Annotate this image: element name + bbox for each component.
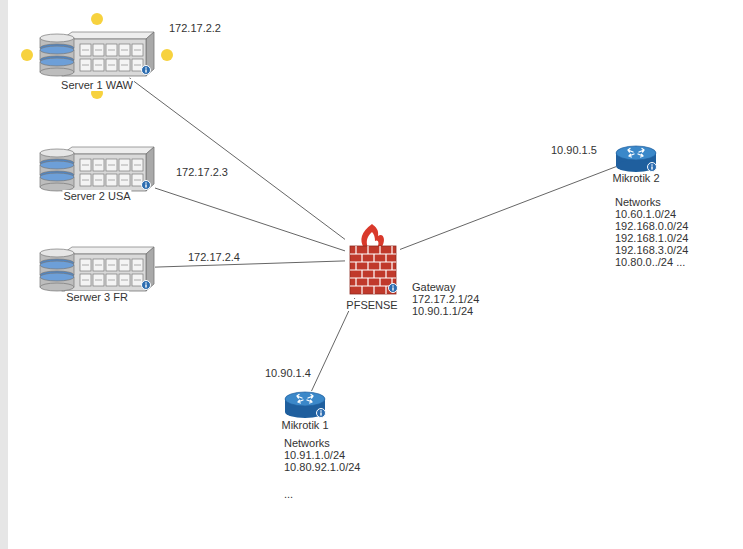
node-label: Server 1 WAW xyxy=(60,79,134,91)
info-badge xyxy=(142,281,151,290)
server-node: Server 2 USA172.17.2.3 xyxy=(40,145,155,193)
node-text: Networks 10.91.1.0/24 10.80.92.1.0/24 xyxy=(283,437,361,473)
network-link xyxy=(312,298,355,391)
selection-dot xyxy=(21,49,33,61)
network-link xyxy=(155,261,345,267)
router-icon xyxy=(285,391,325,419)
node-text: ... xyxy=(283,488,294,500)
node-label: Serwer 3 FR xyxy=(65,291,129,303)
node-label: PFSENSE xyxy=(345,299,398,311)
info-badge xyxy=(142,181,151,190)
server-icon xyxy=(40,245,155,293)
node-text: 172.17.2.2 xyxy=(168,22,222,34)
router-drawing xyxy=(616,146,657,172)
node-text: Networks 10.60.1.0/24 192.168.0.0/24 192… xyxy=(614,196,689,268)
network-link xyxy=(400,167,616,250)
selection-dot xyxy=(91,13,103,25)
node-text: Mikrotik 1 xyxy=(280,419,329,431)
server-drawing xyxy=(40,247,154,291)
router-icon xyxy=(616,145,656,173)
node-text: 172.17.2.3 xyxy=(175,166,229,178)
server-drawing xyxy=(40,32,154,76)
info-badge xyxy=(648,163,657,172)
firewall-icon xyxy=(345,222,400,298)
info-badge xyxy=(389,284,398,293)
node-text: Mikrotik 2 xyxy=(611,172,660,184)
network-link xyxy=(155,188,345,251)
firewall-drawing xyxy=(350,224,398,294)
node-text: Gateway 172.17.2.1/24 10.90.1.1/24 xyxy=(411,281,480,317)
node-label: Server 2 USA xyxy=(62,190,131,202)
server-node: Serwer 3 FR172.17.2.4 xyxy=(40,245,155,293)
server-node: Server 1 WAW172.17.2.2 xyxy=(40,30,155,78)
selection-dots xyxy=(21,13,173,99)
server-icon xyxy=(40,145,155,193)
router-node: 10.90.1.5Mikrotik 2Networks 10.60.1.0/24… xyxy=(616,145,656,173)
router-drawing xyxy=(285,392,326,418)
server-icon xyxy=(40,30,155,78)
router-node: 10.90.1.4Mikrotik 1Networks 10.91.1.0/24… xyxy=(285,391,325,419)
selection-dot xyxy=(161,49,173,61)
node-label: 10.90.1.4 xyxy=(264,367,312,379)
node-label: 10.90.1.5 xyxy=(550,144,598,156)
info-badge xyxy=(317,409,326,418)
node-text: 172.17.2.4 xyxy=(187,251,241,263)
side-strip xyxy=(0,0,8,549)
info-badge xyxy=(142,66,151,75)
server-drawing xyxy=(40,147,154,191)
firewall-node: PFSENSEGateway 172.17.2.1/24 10.90.1.1/2… xyxy=(345,222,400,298)
